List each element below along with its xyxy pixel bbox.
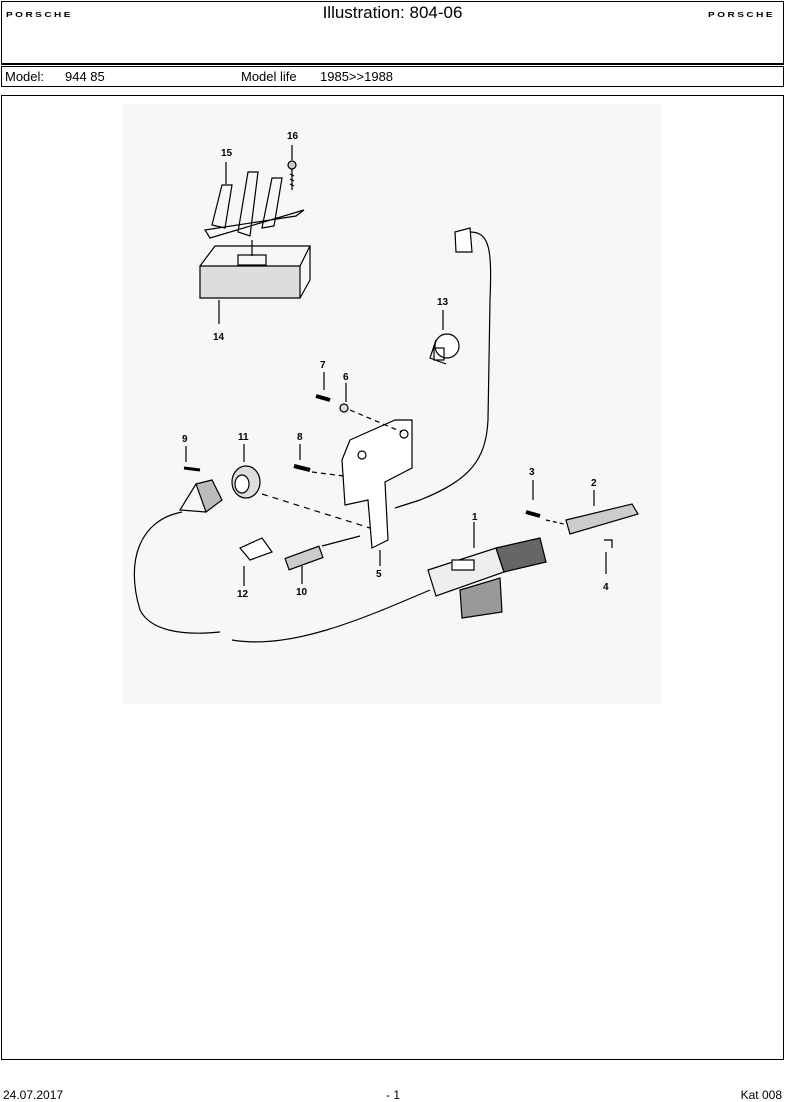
part-16-screw xyxy=(287,145,297,190)
brand-logo-left: PORSCHE xyxy=(6,11,73,20)
callout-11: 11 xyxy=(238,432,249,443)
callout-13: 13 xyxy=(437,297,449,308)
model-life-value: 1985>>1988 xyxy=(320,69,394,84)
callout-6: 6 xyxy=(343,372,349,383)
callout-5: 5 xyxy=(376,569,382,580)
model-value: 944 85 xyxy=(65,69,105,84)
callout-1: 1 xyxy=(472,512,478,523)
lock-cylinder xyxy=(178,479,223,513)
callout-16: 16 xyxy=(287,131,299,142)
part-10-connector xyxy=(284,535,361,571)
callout-9: 9 xyxy=(182,434,188,445)
illustration-frame xyxy=(1,95,784,1060)
brand-logo-right: PORSCHE xyxy=(708,11,775,20)
model-life-label: Model life xyxy=(241,69,297,84)
model-info-bar: Model: 944 85 Model life 1985>>1988 xyxy=(1,66,784,87)
footer-catalog: Kat 008 xyxy=(740,1088,782,1102)
part-15-bracket xyxy=(204,171,305,256)
part-2-rod xyxy=(565,503,639,535)
callout-4: 4 xyxy=(603,582,609,593)
diagram-background xyxy=(122,104,662,704)
part-11-ring xyxy=(231,465,261,499)
callout-8: 8 xyxy=(297,432,303,443)
illustration-title: Illustration: 804-06 xyxy=(322,3,463,22)
footer-date: 24.07.2017 xyxy=(3,1088,64,1102)
part-14-control-unit xyxy=(199,245,311,299)
footer-page: - 1 xyxy=(386,1088,401,1102)
part-1-actuator xyxy=(427,537,547,619)
callout-3: 3 xyxy=(529,467,535,478)
callout-12: 12 xyxy=(237,589,249,600)
callout-7: 7 xyxy=(320,360,326,371)
page-header: PORSCHE Illustration: 804-06 PORSCHE xyxy=(1,1,784,65)
part-5-bracket xyxy=(341,419,413,566)
callout-14: 14 xyxy=(213,332,225,343)
part-13-grommet xyxy=(429,333,460,365)
model-label: Model: xyxy=(5,69,45,84)
callout-2: 2 xyxy=(591,478,597,489)
callout-10: 10 xyxy=(296,587,308,598)
callout-15: 15 xyxy=(221,148,233,159)
